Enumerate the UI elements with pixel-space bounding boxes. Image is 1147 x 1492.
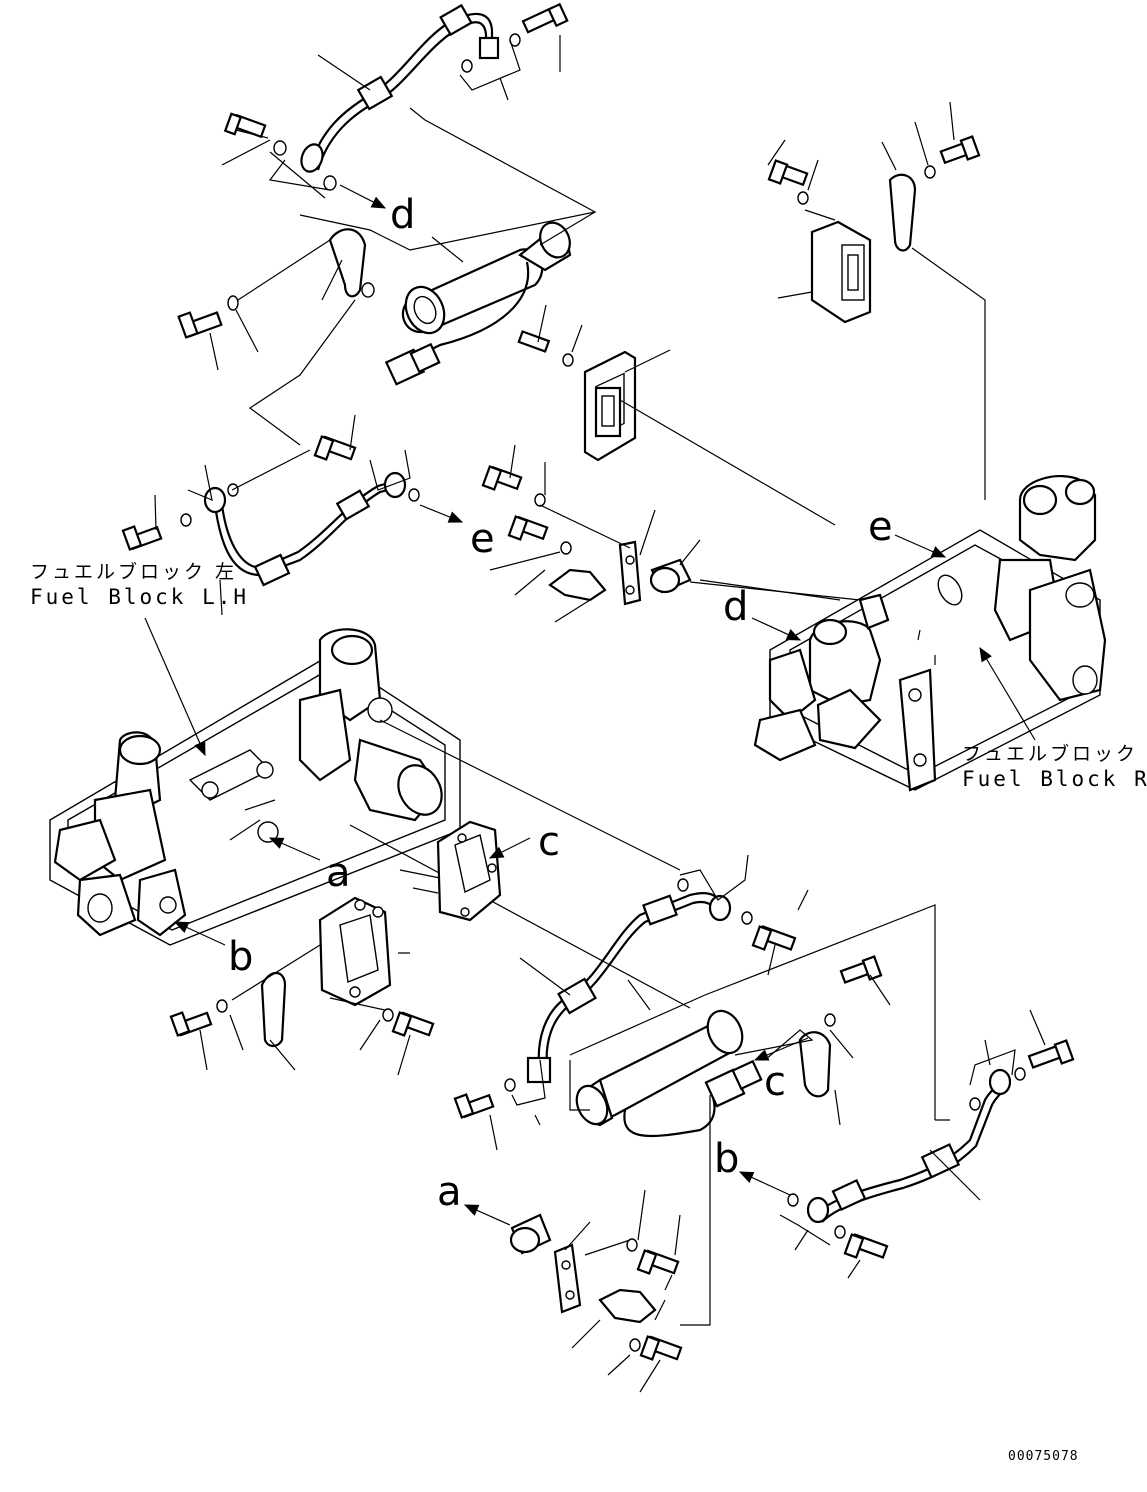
callout-d-right: d [723, 584, 748, 630]
callout-e-middle: e [470, 516, 495, 562]
fuel-block-rh-label-jp: フュエルブロック 右 [962, 742, 1147, 765]
upper-fuel-tube [300, 3, 500, 173]
fuel-block-rh-label-en: Fuel Block R.H [962, 767, 1147, 791]
callout-a-lower: a [437, 1169, 462, 1215]
callout-arrows [144, 184, 1036, 1226]
callout-c-upper: c [538, 819, 560, 865]
upper-pump-bracket [517, 304, 836, 526]
lower-fuel-tube-right [779, 1009, 1075, 1279]
lower-fuel-tube-upper [453, 854, 809, 1151]
lower-brackets-left [169, 820, 502, 1076]
upper-bolt-washer-set [221, 2, 569, 199]
fuel-block-rh [699, 475, 1107, 792]
document-number: 00075078 [1008, 1449, 1079, 1464]
lower-clamp-bracket [734, 955, 891, 1126]
upper-right-bracket [767, 101, 986, 500]
upper-clamp-bracket [177, 228, 375, 371]
fuel-block-lh-label-en: Fuel Block L.H [30, 585, 249, 609]
callout-c-lower: c [764, 1059, 786, 1105]
middle-small-parts [481, 444, 861, 623]
upper-fuel-pump [299, 107, 597, 386]
fuel-block-lh-label-jp: フュエルブロック 左 [30, 560, 237, 583]
callout-e-right: e [868, 504, 893, 550]
lower-fuel-pump [569, 904, 936, 1138]
callout-d-top: d [390, 192, 415, 238]
lower-small-parts [509, 1060, 711, 1393]
fuel-block-lh [49, 628, 691, 1009]
callout-b-upper: b [228, 934, 253, 980]
middle-fuel-tube-left [121, 299, 420, 616]
callout-b-lower: b [714, 1136, 739, 1182]
callout-a-upper: a [326, 850, 351, 896]
